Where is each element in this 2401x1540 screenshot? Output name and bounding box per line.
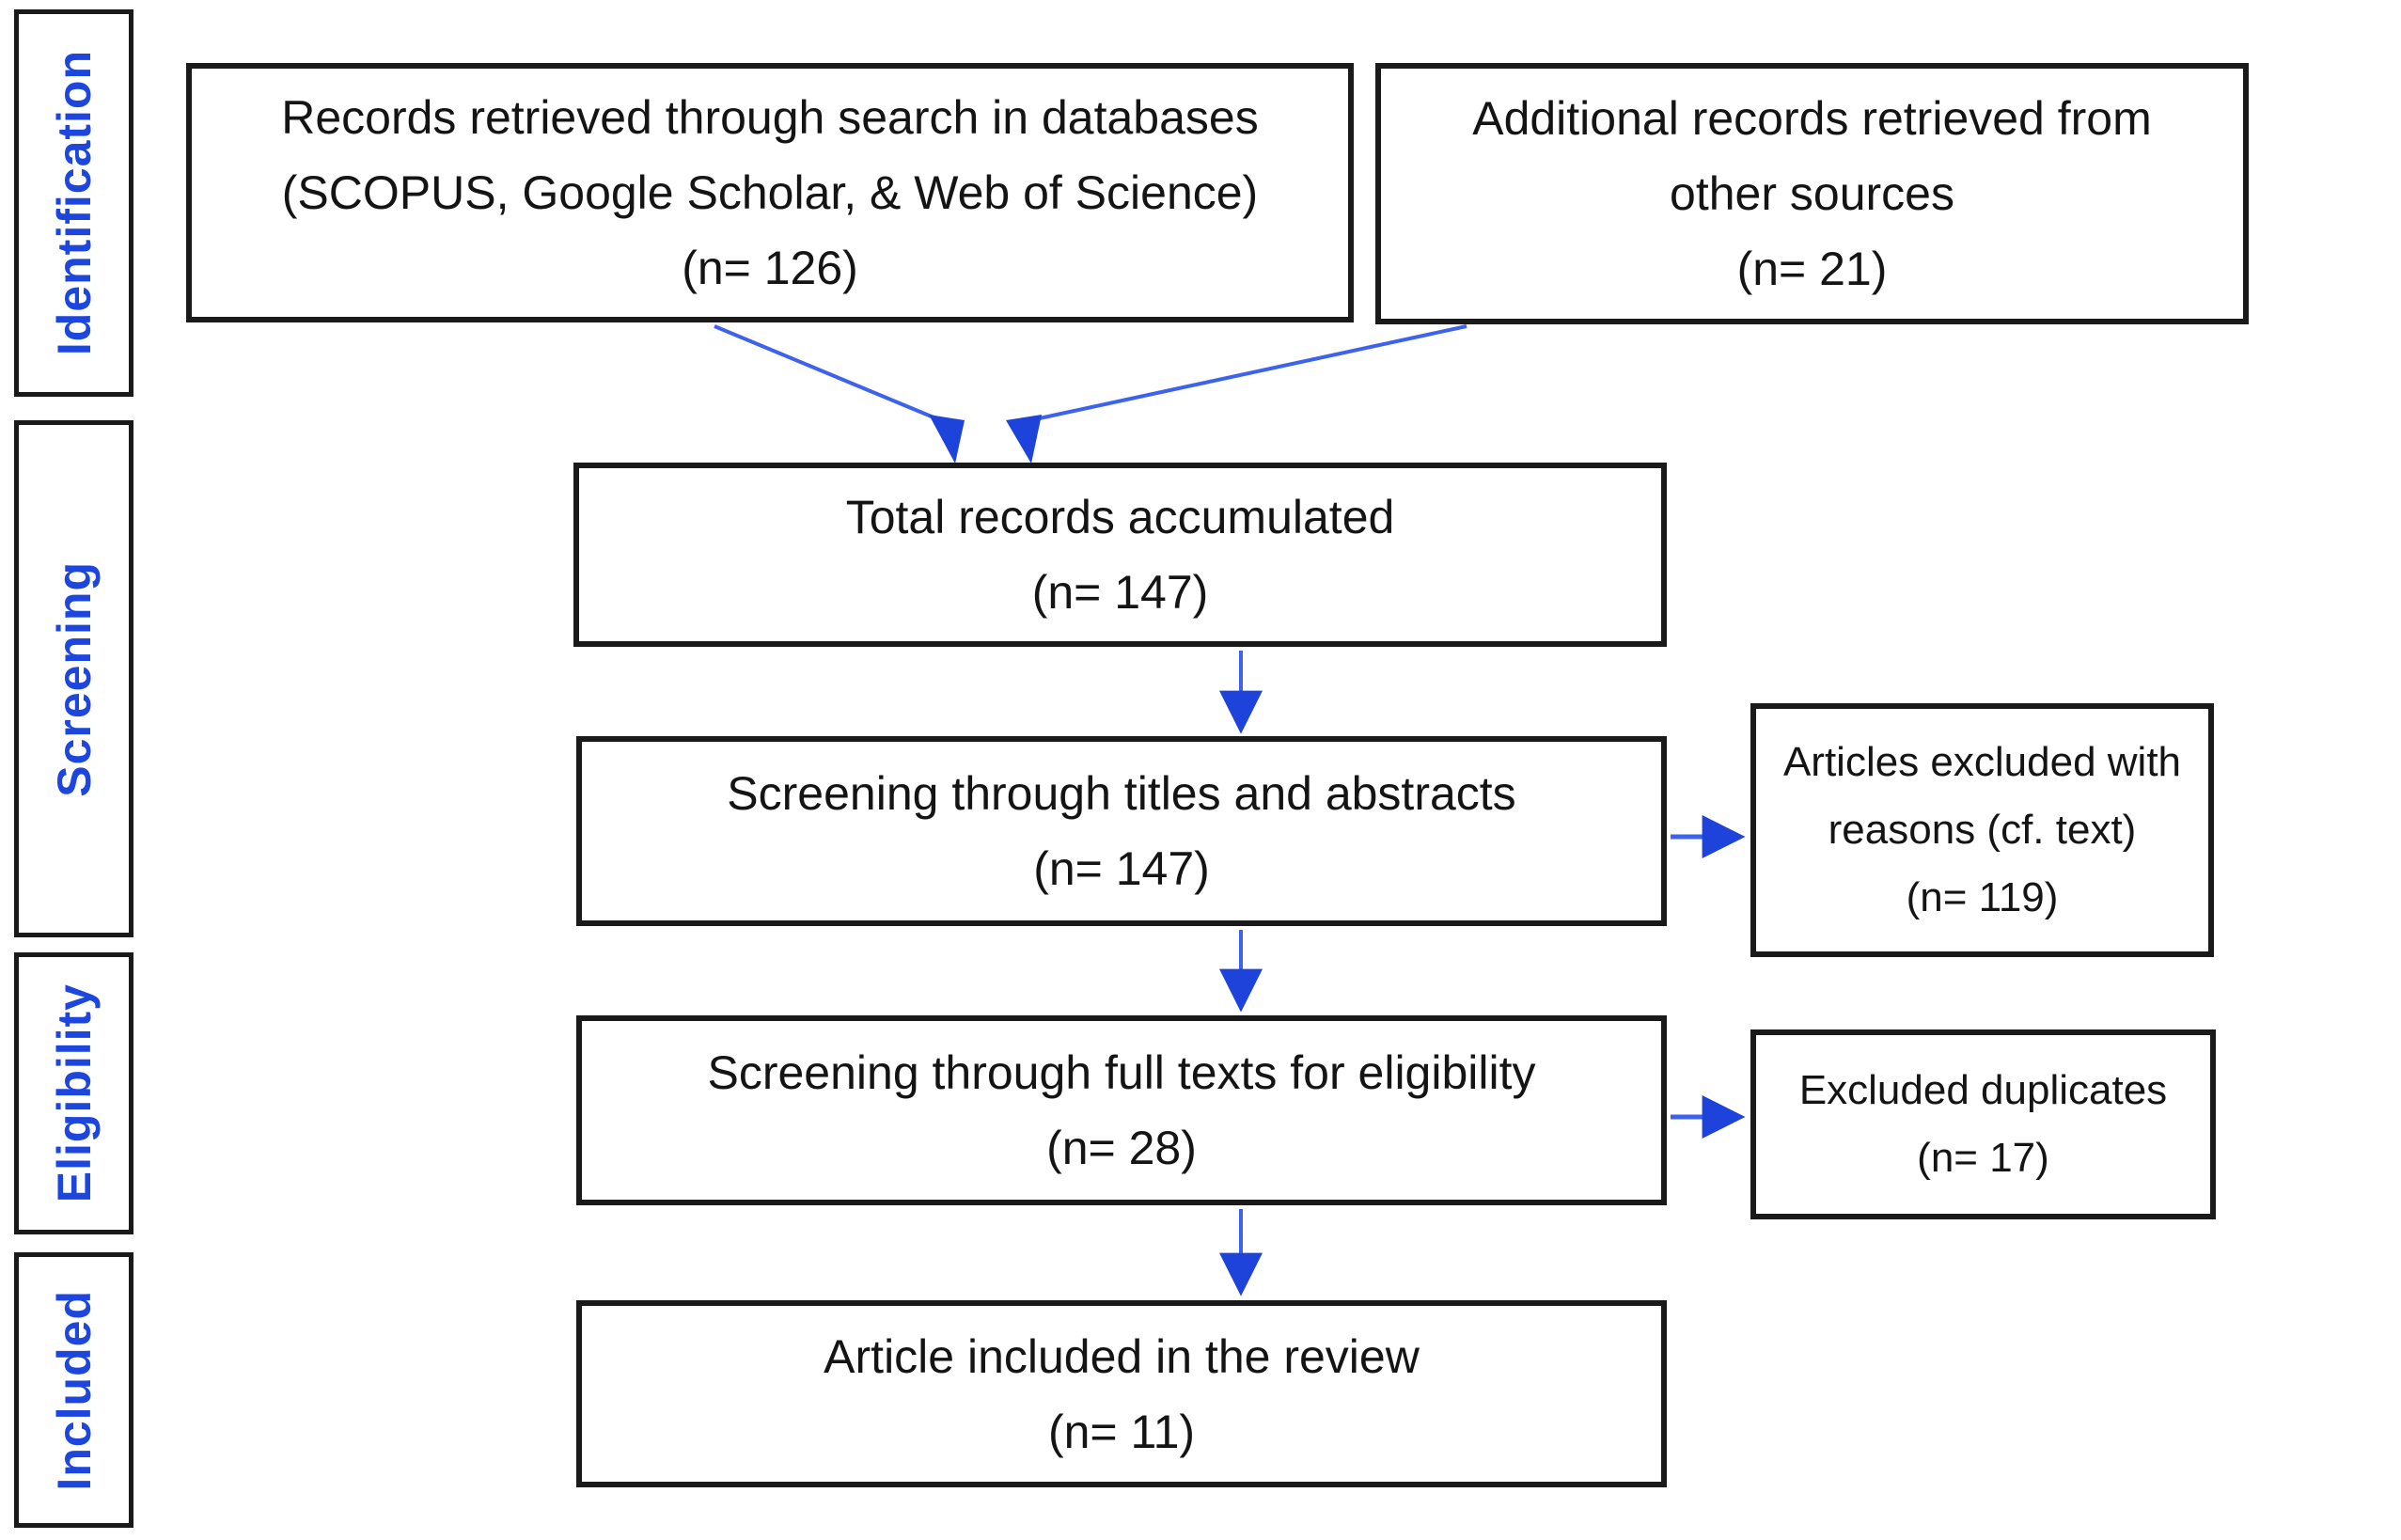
box-article-included: Article included in the review (n= 11) xyxy=(576,1300,1667,1487)
stage-included: Included xyxy=(14,1252,133,1528)
box-screening-titles-abstracts-count: (n= 147) xyxy=(1033,842,1210,895)
box-screening-titles-abstracts-line: Screening through titles and abstracts xyxy=(727,767,1516,820)
stage-eligibility: Eligibility xyxy=(14,952,133,1234)
stage-included-label: Included xyxy=(47,1289,101,1491)
box-screening-full-texts-count: (n= 28) xyxy=(1046,1122,1197,1174)
stage-screening-label: Screening xyxy=(47,560,101,797)
merge-arrow-from-other-sources-icon xyxy=(1006,324,1467,464)
box-additional-records-line: other sources xyxy=(1670,167,1954,220)
box-excluded-reasons-count: (n= 119) xyxy=(1906,874,2059,920)
box-records-databases-line: Records retrieved through search in data… xyxy=(281,91,1259,144)
merge-arrow-from-databases-icon xyxy=(714,324,965,464)
stage-screening: Screening xyxy=(14,420,133,937)
box-article-included-count: (n= 11) xyxy=(1047,1405,1196,1458)
box-additional-records: Additional records retrieved from other … xyxy=(1375,63,2249,324)
box-records-databases-line: (SCOPUS, Google Scholar, & Web of Scienc… xyxy=(281,166,1259,219)
box-excluded-duplicates-line: Excluded duplicates xyxy=(1798,1067,2168,1113)
box-screening-titles-abstracts: Screening through titles and abstracts (… xyxy=(576,736,1667,926)
box-total-records: Total records accumulated (n= 147) xyxy=(573,463,1667,647)
box-records-databases-count: (n= 126) xyxy=(682,242,858,294)
box-total-records-line: Total records accumulated xyxy=(845,491,1395,543)
box-excluded-reasons: Articles excluded with reasons (cf. text… xyxy=(1750,703,2214,957)
box-excluded-reasons-line: reasons (cf. text) xyxy=(1828,807,2137,853)
box-screening-full-texts: Screening through full texts for eligibi… xyxy=(576,1015,1667,1205)
stage-identification-label: Identification xyxy=(47,50,101,356)
stage-eligibility-label: Eligibility xyxy=(47,983,101,1203)
stage-identification: Identification xyxy=(14,9,133,397)
box-excluded-reasons-line: Articles excluded with xyxy=(1782,739,2182,785)
box-screening-full-texts-line: Screening through full texts for eligibi… xyxy=(707,1046,1536,1099)
box-total-records-count: (n= 147) xyxy=(1031,566,1209,619)
box-excluded-duplicates-count: (n= 17) xyxy=(1917,1135,2049,1181)
box-records-databases: Records retrieved through search in data… xyxy=(186,63,1354,322)
box-additional-records-line: Additional records retrieved from xyxy=(1472,92,2152,145)
box-additional-records-count: (n= 21) xyxy=(1736,243,1888,295)
box-excluded-duplicates: Excluded duplicates (n= 17) xyxy=(1750,1029,2216,1219)
box-article-included-line: Article included in the review xyxy=(824,1329,1420,1383)
